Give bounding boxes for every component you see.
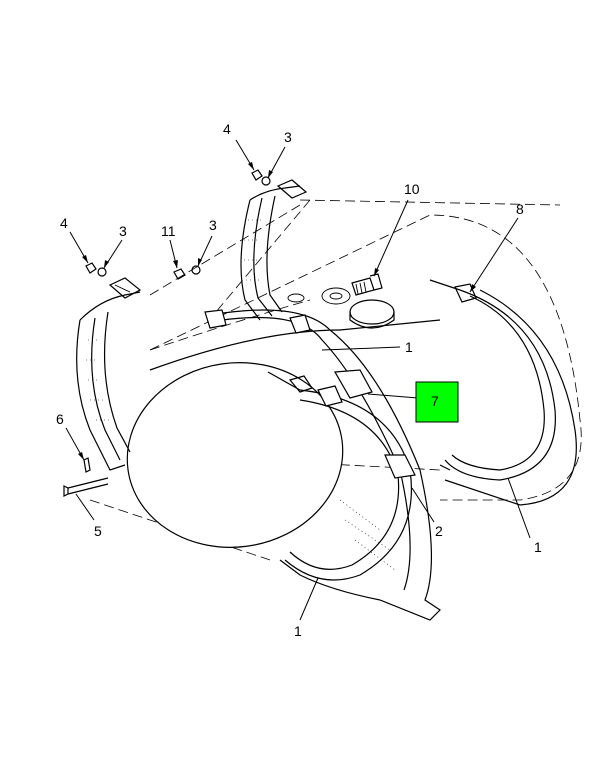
callout-1-right: 1 — [534, 539, 542, 555]
callout-1-bottom: 1 — [294, 623, 302, 639]
callout-labels: 4 3 10 8 4 3 11 3 1 7 6 5 2 1 1 — [56, 121, 542, 639]
washer-3-mid — [191, 265, 201, 275]
callout-6: 6 — [56, 411, 64, 427]
callout-1-mid: 1 — [405, 339, 413, 355]
callout-10: 10 — [404, 181, 420, 197]
callout-7-highlight — [415, 381, 459, 423]
strap-front — [267, 371, 412, 581]
strap-rear — [429, 279, 556, 481]
fuel-filler-neck — [287, 287, 395, 329]
bracket-left — [76, 277, 142, 471]
washer-3-top — [261, 176, 271, 186]
bolt-10 — [351, 273, 383, 296]
pin-6 — [83, 457, 91, 473]
tank-body — [89, 199, 582, 561]
bracket-mid — [240, 179, 308, 321]
callout-11: 11 — [161, 223, 176, 239]
callout-7: 7 — [431, 393, 439, 409]
tank-end-cap — [126, 362, 344, 548]
callout-3-mid: 3 — [209, 217, 217, 233]
nut-4-top — [251, 169, 263, 181]
bolt-5 — [63, 477, 109, 497]
callout-3-left: 3 — [119, 223, 127, 239]
bracket-rear — [439, 289, 577, 506]
callout-4-top: 4 — [223, 121, 231, 137]
washer-3-left — [97, 267, 107, 277]
callout-8: 8 — [516, 201, 524, 217]
leader-lines — [65, 139, 531, 621]
callout-3-top: 3 — [284, 129, 292, 145]
nut-11 — [173, 268, 186, 280]
nut-4-left — [85, 262, 97, 274]
bracket-front — [204, 309, 441, 621]
callout-4-left: 4 — [60, 215, 68, 231]
callout-2: 2 — [435, 523, 443, 539]
callout-5: 5 — [94, 523, 102, 539]
